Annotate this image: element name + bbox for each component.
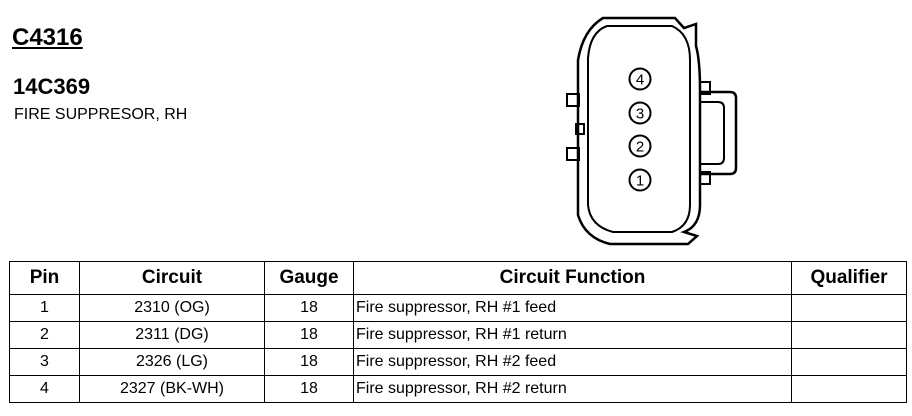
circuit-function-cell: Fire suppressor, RH #2 feed (353, 348, 792, 376)
pin-cavity-1: 1 (628, 168, 652, 192)
column-header-qualifier: Qualifier (791, 261, 907, 295)
qualifier-cell (791, 348, 907, 376)
column-header-circuit: Circuit (79, 261, 265, 295)
connector-inner-outline (587, 25, 691, 233)
key-bump-middle (575, 123, 585, 135)
table-header-row: Pin Circuit Gauge Circuit Function Quali… (9, 261, 907, 295)
column-header-gauge: Gauge (264, 261, 354, 295)
table-row: 3 2326 (LG) 18 Fire suppressor, RH #2 fe… (9, 348, 907, 376)
lock-tab (700, 90, 738, 176)
connector-id: C4316 (12, 24, 83, 51)
table-row: 4 2327 (BK-WH) 18 Fire suppressor, RH #2… (9, 375, 907, 403)
circuit-cell: 2310 (OG) (79, 294, 265, 322)
circuit-cell: 2327 (BK-WH) (79, 375, 265, 403)
gauge-cell: 18 (264, 294, 354, 322)
key-bump-top (566, 93, 580, 107)
gauge-cell: 18 (264, 375, 354, 403)
circuit-cell: 2311 (DG) (79, 321, 265, 349)
table-row: 1 2310 (OG) 18 Fire suppressor, RH #1 fe… (9, 294, 907, 322)
pin-cell: 2 (9, 321, 80, 349)
pin-cavity-2: 2 (628, 134, 652, 158)
qualifier-cell (791, 375, 907, 403)
qualifier-cell (791, 294, 907, 322)
circuit-function-cell: Fire suppressor, RH #1 return (353, 321, 792, 349)
pin-table: Pin Circuit Gauge Circuit Function Quali… (9, 261, 907, 403)
lock-tab-inner (700, 101, 725, 165)
pin-label: 2 (636, 139, 644, 156)
pin-cavity-3: 3 (628, 101, 652, 125)
pin-cell: 4 (9, 375, 80, 403)
circuit-function-cell: Fire suppressor, RH #2 return (353, 375, 792, 403)
connector-description: FIRE SUPPRESOR, RH (14, 106, 188, 123)
lock-tab-rib-bottom (699, 171, 711, 185)
qualifier-cell (791, 321, 907, 349)
pin-label: 3 (636, 106, 644, 123)
part-number: 14C369 (13, 74, 91, 99)
gauge-cell: 18 (264, 321, 354, 349)
pin-label: 4 (636, 72, 644, 89)
gauge-cell: 18 (264, 348, 354, 376)
circuit-function-cell: Fire suppressor, RH #1 feed (353, 294, 792, 322)
pin-cavity-4: 4 (628, 67, 652, 91)
circuit-cell: 2326 (LG) (79, 348, 265, 376)
column-header-circuit-function: Circuit Function (353, 261, 792, 295)
column-header-pin: Pin (9, 261, 80, 295)
pin-cell: 3 (9, 348, 80, 376)
key-bump-bottom (566, 147, 580, 161)
pin-label: 1 (636, 173, 644, 190)
connector-diagram: 4 3 2 1 (566, 16, 738, 246)
table-row: 2 2311 (DG) 18 Fire suppressor, RH #1 re… (9, 321, 907, 349)
pin-cell: 1 (9, 294, 80, 322)
connector-housing-outline (576, 16, 702, 246)
lock-tab-rib-top (699, 81, 711, 95)
